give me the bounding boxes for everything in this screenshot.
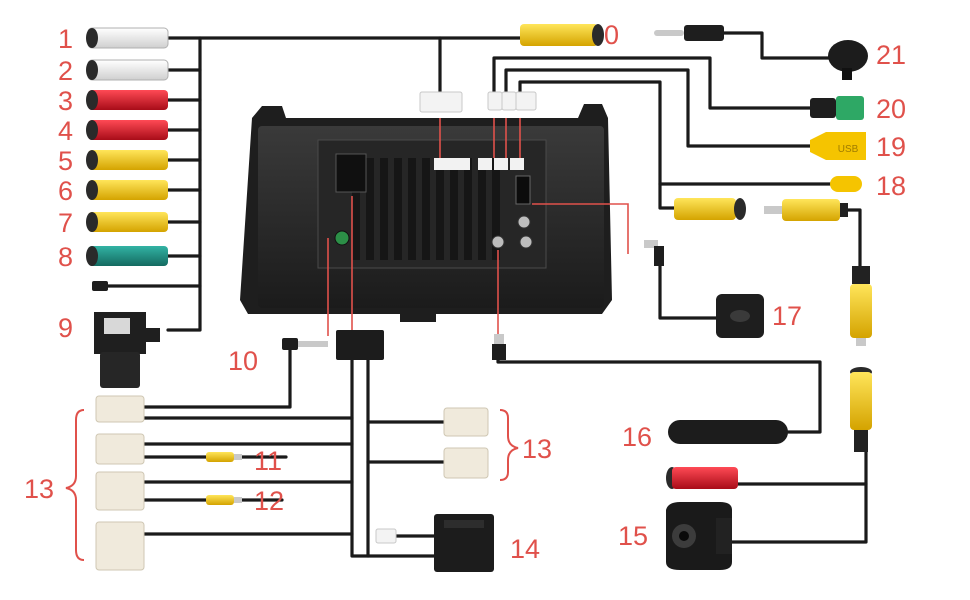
top-connectors [419,91,537,113]
small-white-connector [375,528,397,544]
head-unit-hdmi-port [515,175,531,205]
head-unit-main-connector [335,153,367,193]
label-12: 12 [254,486,284,516]
pin-connector-small-1 [487,91,503,111]
yellow-plug-icon [830,176,862,192]
harness-connectors-right [443,407,489,479]
callouts: 0 1 2 3 4 5 6 7 8 9 10 11 12 13 13 14 15… [24,20,906,564]
rca-connector-7 [86,212,168,232]
label-8: 8 [58,242,73,272]
camera-extension-socket [850,367,872,452]
label-3: 3 [58,86,73,116]
rca-connector-2 [86,59,169,81]
label-10: 10 [228,346,258,376]
camera-extension-plug [850,266,872,346]
label-14: 14 [510,534,540,564]
heatsink-fins [352,158,500,260]
label-9: 9 [58,313,73,343]
usb-connector-icon: USB [810,132,866,160]
camera-red-rca [666,467,738,489]
label-2: 2 [58,56,73,86]
radio-antenna-connector [492,334,506,360]
cables [106,31,868,558]
label-20: 20 [876,94,906,124]
rca-bundle [86,27,169,388]
label-5: 5 [58,146,73,176]
label-17: 17 [772,301,802,331]
label-4: 4 [58,116,73,146]
label-1: 1 [58,24,73,54]
rca-video-plug [764,199,848,221]
control-box-icon [434,514,494,572]
microphone-jack-icon [654,25,724,41]
pin-connector-small-3 [515,91,537,111]
label-21: 21 [876,40,906,70]
small-plug [92,281,108,291]
label-0: 0 [604,20,619,50]
pin-connector-small-2 [501,91,517,111]
label-11: 11 [254,446,282,476]
small-rca-plug-2 [206,495,242,505]
bracket-left-13 [65,409,85,561]
gps-antenna-icon [716,294,764,338]
rca-connector-0 [520,24,604,46]
usb-mark: USB [838,144,859,155]
rca-connector-5 [86,150,168,170]
label-13b: 13 [522,434,552,464]
harness-connectors-left [95,395,145,571]
pin-connector-large [419,91,463,113]
radio-antenna-icon [668,420,788,444]
label-16: 16 [622,422,652,452]
pointer-lines [327,118,629,342]
rca-video-connector [674,198,746,220]
audio-jack-green-icon [810,96,864,120]
aux-audio-plug-icon [282,338,328,350]
rca-connector-6 [86,180,168,200]
label-19: 19 [876,132,906,162]
backup-camera-icon [666,502,732,570]
label-6: 6 [58,176,73,206]
sim-card-slot-icon [94,312,160,388]
small-rca-plug-1 [206,452,242,462]
bracket-right-13 [499,409,519,481]
rca-connector-4 [86,120,168,140]
harness-junction-block [336,330,384,360]
gps-antenna-connector-icon [644,240,664,266]
head-unit [240,104,612,322]
label-15: 15 [618,521,648,551]
rca-connector-8 [86,246,168,266]
head-unit-antenna-port [491,235,505,249]
microphone-icon [828,40,868,80]
head-unit-gps-port [517,215,531,229]
label-7: 7 [58,208,73,238]
rca-connector-1 [86,27,169,49]
rca-connector-3 [86,90,168,110]
label-13a: 13 [24,474,54,504]
label-18: 18 [876,171,906,201]
